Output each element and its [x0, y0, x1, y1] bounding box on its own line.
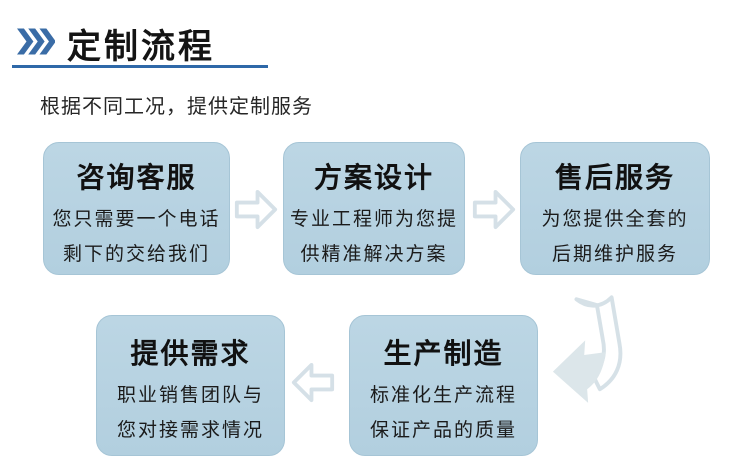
step-description: 专业工程师为您提 供精准解决方案	[284, 202, 464, 272]
step-description: 为您提供全套的 后期维护服务	[521, 202, 709, 272]
step-desc-line1: 您只需要一个电话	[52, 209, 221, 230]
step-description: 标准化生产流程 保证产品的质量	[350, 378, 537, 448]
section-subtitle: 根据不同工况，提供定制服务	[40, 96, 313, 118]
step-title: 提供需求	[130, 338, 251, 369]
step-description: 职业销售团队与 您对接需求情况	[97, 378, 284, 448]
step-box-solution-design: 方案设计 专业工程师为您提 供精准解决方案	[283, 142, 465, 275]
step-desc-line1: 标准化生产流程	[369, 385, 517, 406]
title-underline	[12, 65, 268, 68]
step-description: 您只需要一个电话 剩下的交给我们	[44, 202, 229, 272]
step-title: 咨询客服	[76, 162, 197, 193]
step-desc-line2: 剩下的交给我们	[62, 244, 210, 265]
step-box-manufacturing: 生产制造 标准化生产流程 保证产品的质量	[349, 315, 538, 456]
step-desc-line1: 职业销售团队与	[116, 385, 264, 406]
step-desc-line1: 专业工程师为您提	[289, 209, 458, 230]
step-desc-line2: 您对接需求情况	[116, 420, 264, 441]
step-desc-line2: 保证产品的质量	[369, 420, 517, 441]
step-title: 生产制造	[383, 338, 504, 369]
arrow-down-left-icon	[550, 292, 638, 425]
step-title: 售后服务	[554, 162, 675, 193]
page-title: 定制流程	[67, 28, 215, 66]
step-box-provide-requirements: 提供需求 职业销售团队与 您对接需求情况	[96, 315, 285, 456]
step-desc-line2: 供精准解决方案	[300, 244, 448, 265]
step-box-after-sales: 售后服务 为您提供全套的 后期维护服务	[520, 142, 710, 275]
step-desc-line2: 后期维护服务	[551, 244, 678, 265]
arrow-right-icon	[233, 186, 279, 238]
step-desc-line1: 为您提供全套的	[541, 209, 689, 230]
step-box-consult-service: 咨询客服 您只需要一个电话 剩下的交给我们	[43, 142, 230, 275]
triple-chevron-icon	[17, 28, 56, 55]
step-title: 方案设计	[313, 162, 434, 193]
arrow-left-icon	[290, 359, 336, 411]
arrow-right-icon	[471, 186, 517, 238]
